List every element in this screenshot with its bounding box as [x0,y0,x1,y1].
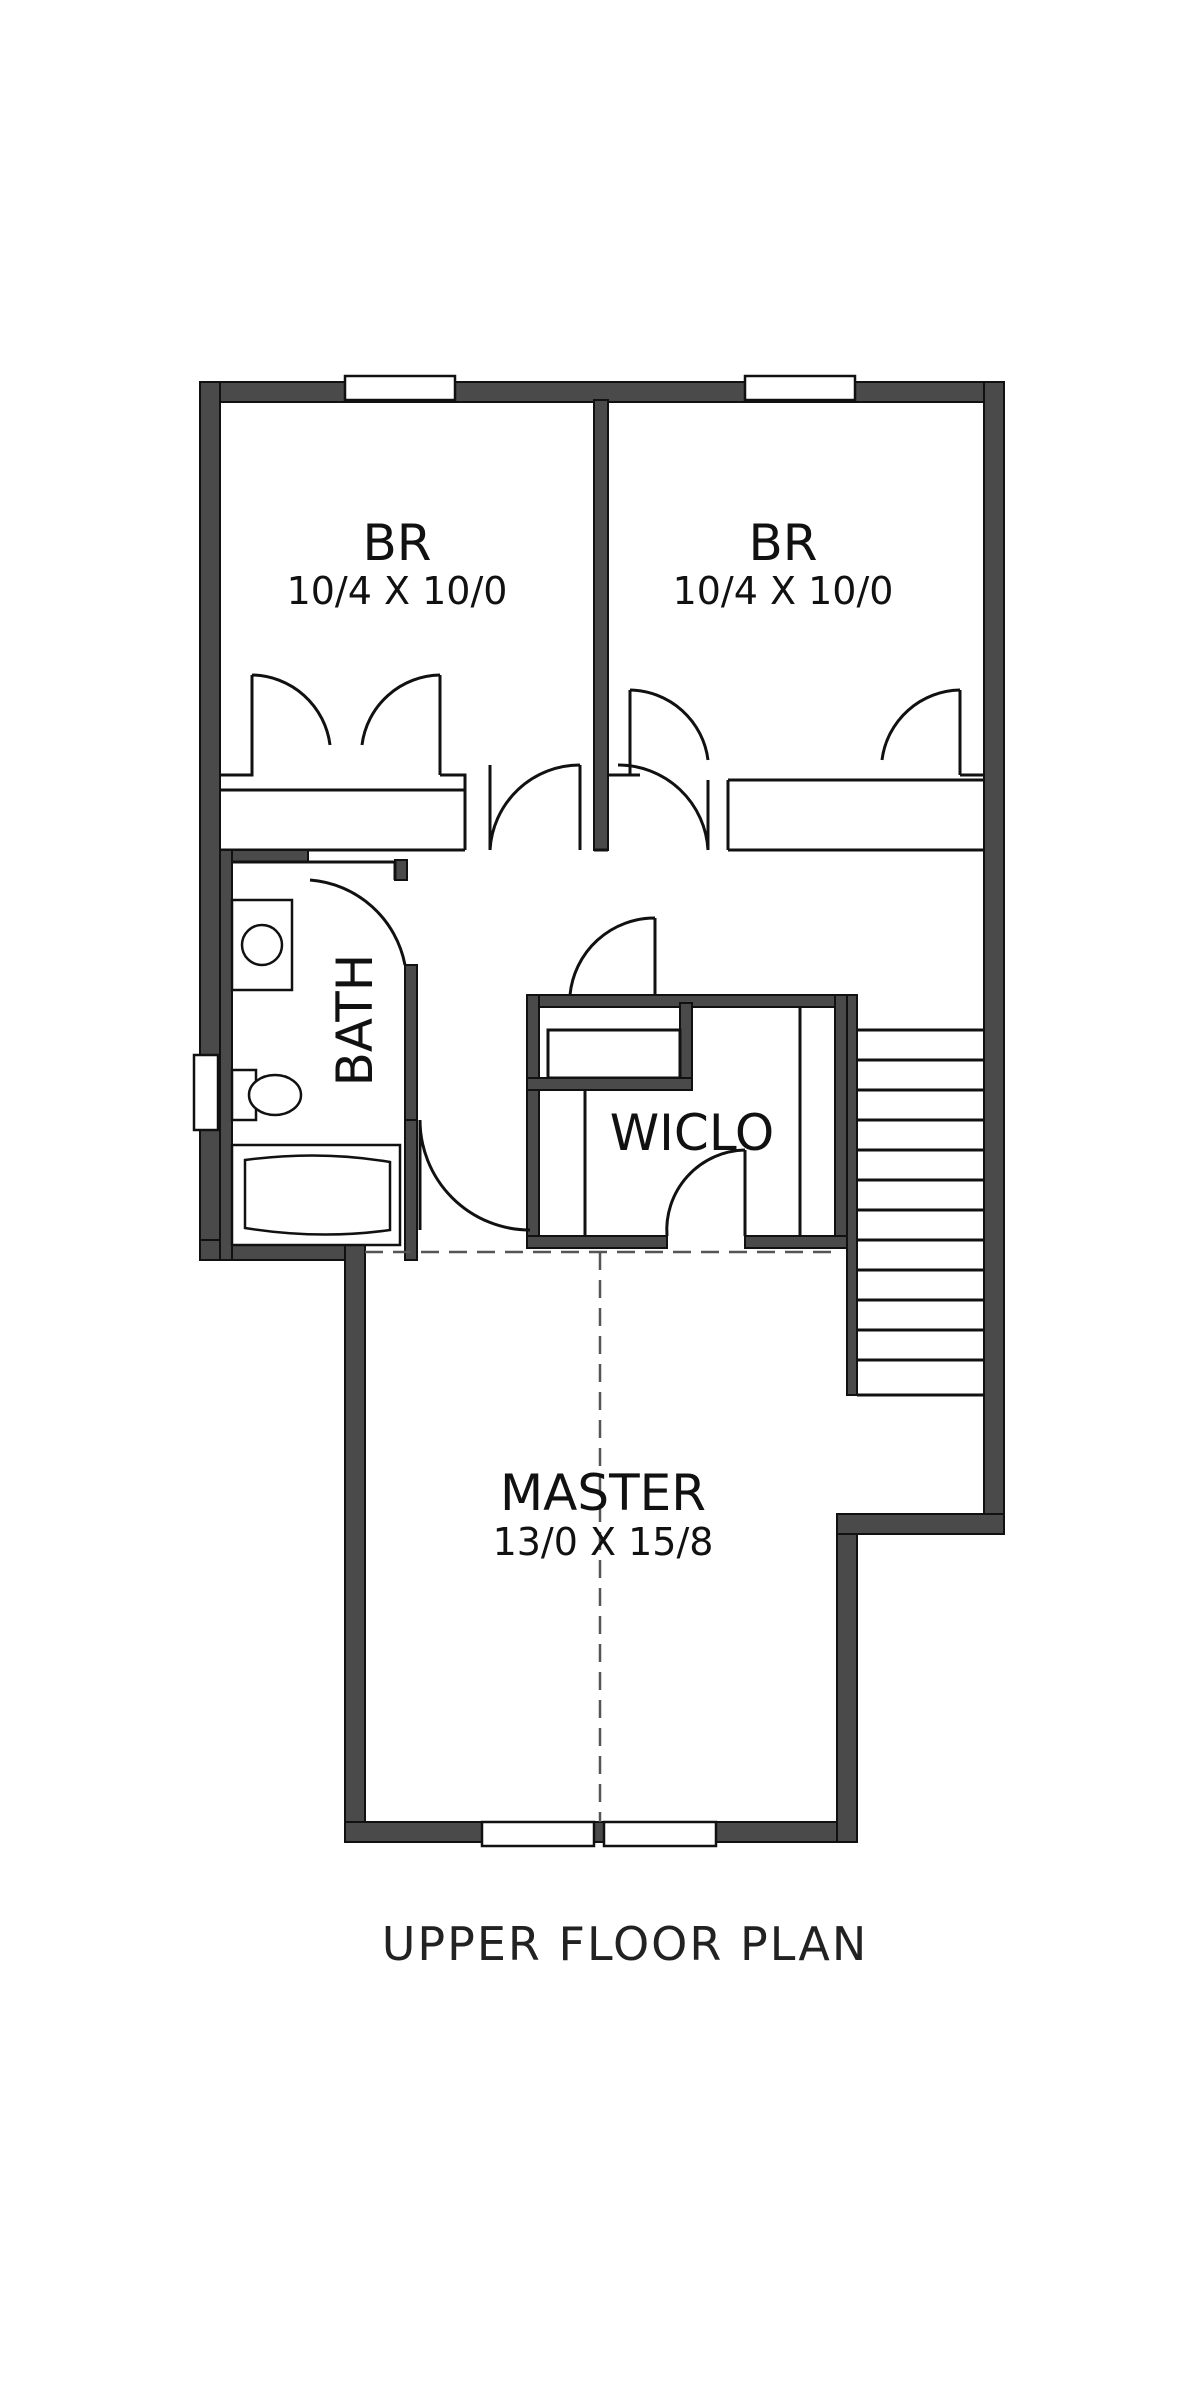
bathtub-icon [243,1154,392,1236]
room-name-br-left: BR [362,514,431,572]
room-name-br-right: BR [748,514,817,572]
door-swing-icon [617,763,710,851]
door-swing-icon [880,688,962,775]
door-swing-icon [418,1119,531,1232]
window-icon [343,374,457,402]
outer-walls [199,381,1005,1843]
room-dim-br-right: 10/4 X 10/0 [673,569,894,613]
room-labels: BR 10/4 X 10/0 BR 10/4 X 10/0 BATH WICLO… [287,514,894,1564]
room-name-wiclo: WICLO [610,1104,775,1162]
door-swing-icon [309,878,407,966]
door-swing-icon [360,673,442,775]
window-icon [192,1053,220,1132]
interior-walls [219,399,984,1397]
sink-icon [240,923,284,967]
window-icon [480,1820,596,1848]
door-swing-icon [568,916,657,996]
windows [192,374,857,1848]
door-swing-icon [628,688,710,775]
door-swing-icon [250,673,332,775]
room-name-master: MASTER [500,1464,706,1522]
window-icon [602,1820,718,1848]
dashed-lines [365,1250,837,1822]
toilet-icon [247,1073,303,1117]
room-name-bath: BATH [326,954,384,1087]
room-dim-master: 13/0 X 15/8 [493,1520,714,1564]
door-swing-icon [665,1148,746,1237]
stair-icon [857,1028,984,1362]
window-icon [743,374,857,402]
room-dim-br-left: 10/4 X 10/0 [287,569,508,613]
door-swing-icon [488,763,581,851]
plan-caption: UPPER FLOOR PLAN [382,1917,869,1971]
bath-fixtures [230,898,402,1247]
door-swings [250,673,962,1237]
